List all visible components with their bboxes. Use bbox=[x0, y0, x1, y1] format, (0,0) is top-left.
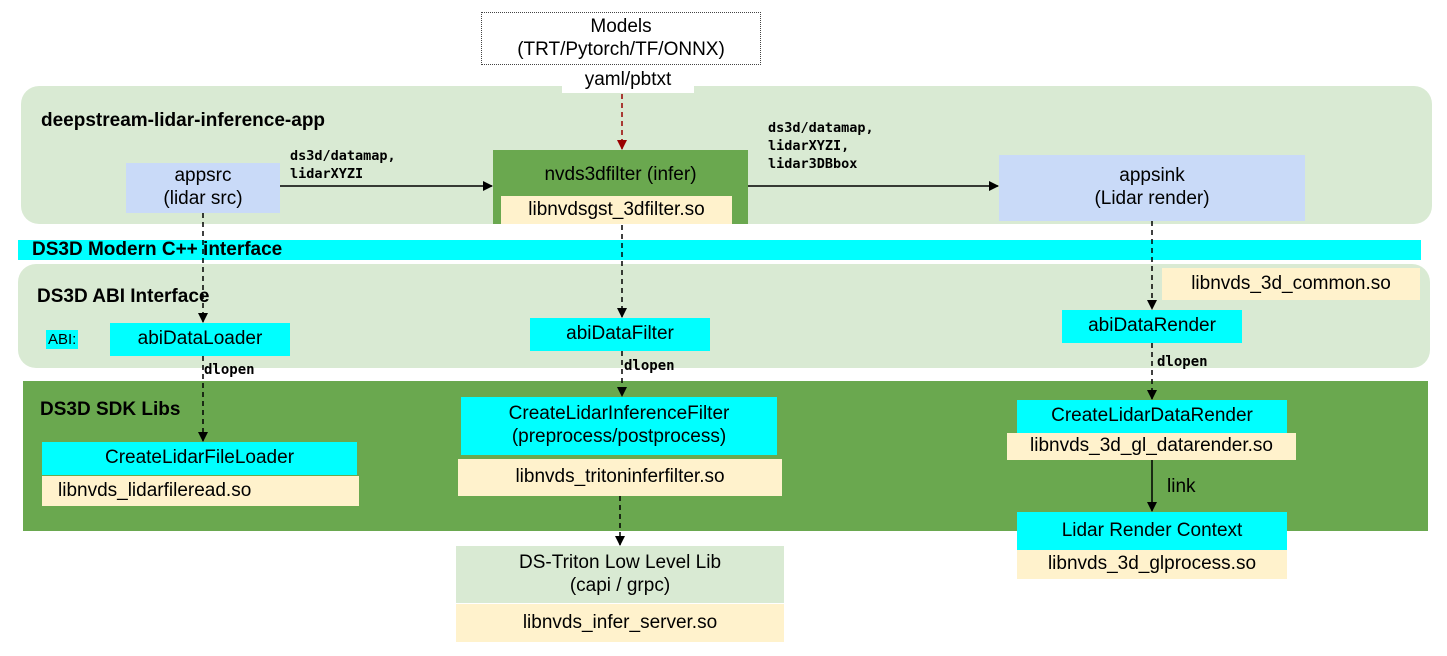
nvds3dfilter-label: nvds3dfilter (infer) bbox=[544, 163, 697, 185]
appsink-sublabel: (Lidar render) bbox=[1094, 188, 1210, 209]
inference-filter-sublabel: (preprocess/postprocess) bbox=[511, 426, 727, 447]
edge-label-line: lidar3DBbox bbox=[768, 156, 858, 173]
common-lib-box: libnvds_3d_common.so bbox=[1162, 268, 1420, 300]
inference-filter-lib: libnvds_tritoninferfilter.so bbox=[458, 459, 782, 496]
link-label: link bbox=[1167, 476, 1196, 497]
appsrc-sublabel: (lidar src) bbox=[163, 188, 243, 209]
appsink-box: appsink (Lidar render) bbox=[999, 155, 1305, 221]
data-render-box: CreateLidarDataRender bbox=[1017, 400, 1287, 433]
sdk-title: DS3D SDK Libs bbox=[40, 399, 181, 420]
abi-data-filter: abiDataFilter bbox=[530, 318, 710, 351]
edge-label-line: ds3d/datamap, bbox=[290, 148, 396, 164]
edge-label-filter-sink: ds3d/datamap, lidarXYZI, lidar3DBbox bbox=[768, 119, 874, 174]
appsink-label: appsink bbox=[1119, 165, 1185, 187]
file-loader-lib: libnvds_lidarfileread.so bbox=[42, 476, 359, 506]
dlopen-label-render: dlopen bbox=[1157, 354, 1208, 370]
render-context-lib: libnvds_3d_glprocess.so bbox=[1017, 550, 1287, 579]
app-title: deepstream-lidar-inference-app bbox=[41, 110, 326, 131]
models-format-label: yaml/pbtxt bbox=[562, 67, 694, 93]
dlopen-label-filter: dlopen bbox=[624, 358, 675, 374]
edge-label-line: lidarXYZI, bbox=[768, 138, 850, 155]
models-box: Models (TRT/Pytorch/TF/ONNX) bbox=[481, 12, 761, 65]
triton-label: DS-Triton Low Level Lib bbox=[518, 551, 722, 573]
nvds3dfilter-box: nvds3dfilter (infer) libnvdsgst_3dfilter… bbox=[493, 150, 748, 224]
appsrc-box: appsrc (lidar src) bbox=[126, 163, 280, 213]
appsrc-label: appsrc bbox=[174, 165, 232, 187]
edge-label-line: ds3d/datamap, bbox=[768, 120, 874, 136]
abi-data-render: abiDataRender bbox=[1062, 310, 1242, 343]
edge-label-line: lidarXYZI bbox=[290, 166, 364, 183]
triton-lib: libnvds_infer_server.so bbox=[456, 604, 784, 642]
triton-sublabel: (capi / grpc) bbox=[569, 574, 671, 596]
data-render-lib: libnvds_3d_gl_datarender.so bbox=[1007, 433, 1296, 460]
models-subtitle: (TRT/Pytorch/TF/ONNX) bbox=[517, 38, 725, 60]
file-loader-box: CreateLidarFileLoader bbox=[42, 442, 357, 475]
models-title: Models bbox=[590, 15, 652, 37]
abi-data-loader: abiDataLoader bbox=[110, 323, 290, 356]
inference-filter-label: CreateLidarInferenceFilter bbox=[508, 403, 730, 425]
abi-prefix-label: ABI: bbox=[46, 330, 79, 349]
dlopen-label-loader: dlopen bbox=[204, 362, 255, 378]
render-context-box: Lidar Render Context bbox=[1017, 512, 1287, 550]
cpp-interface-bar bbox=[18, 240, 1421, 260]
nvds3dfilter-lib: libnvdsgst_3dfilter.so bbox=[501, 196, 732, 224]
abi-title: DS3D ABI Interface bbox=[37, 286, 210, 307]
inference-filter-box: CreateLidarInferenceFilter (preprocess/p… bbox=[461, 397, 777, 455]
edge-label-src-filter: ds3d/datamap, lidarXYZI bbox=[290, 147, 396, 183]
cpp-interface-title: DS3D Modern C++ interface bbox=[32, 239, 283, 260]
triton-box: DS-Triton Low Level Lib (capi / grpc) bbox=[456, 546, 784, 603]
